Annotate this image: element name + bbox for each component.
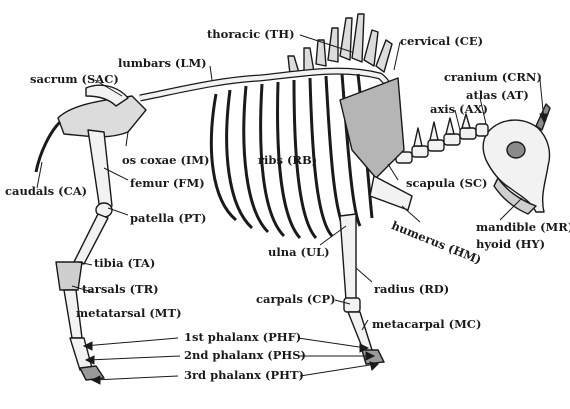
label-caudals: caudals (CA) — [5, 184, 88, 198]
skull-drawing — [482, 103, 551, 215]
label-axis: axis (AX) — [430, 102, 488, 116]
label-radius: radius (RD) — [374, 282, 450, 296]
thoracic-spines-drawing — [287, 13, 393, 77]
label-phalanx-1: 1st phalanx (PHF) — [184, 330, 302, 344]
leader-lines — [36, 34, 549, 385]
label-femur: femur (FM) — [130, 176, 205, 190]
label-metatarsal: metatarsal (MT) — [76, 306, 182, 320]
foreleg-drawing — [339, 175, 413, 365]
label-mandible: mandible (MR) — [476, 220, 570, 234]
label-hyoid: hyoid (HY) — [476, 237, 546, 251]
hindleg-drawing — [55, 129, 113, 381]
label-scapula: scapula (SC) — [406, 176, 488, 190]
label-metacarpal: metacarpal (MC) — [372, 317, 482, 331]
label-carpals: carpals (CP) — [256, 292, 336, 306]
label-sacrum: sacrum (SAC) — [30, 72, 119, 86]
scapula-drawing — [339, 77, 405, 179]
label-phalanx-2: 2nd phalanx (PHS) — [184, 348, 307, 362]
label-thoracic: thoracic (TH) — [207, 27, 295, 41]
label-patella: patella (PT) — [130, 211, 207, 225]
label-ulna: ulna (UL) — [268, 245, 330, 259]
label-tarsals: tarsals (TR) — [82, 282, 159, 296]
label-os-coxae: os coxae (IM) — [122, 153, 210, 167]
cervical-vertebrae-drawing — [395, 113, 489, 164]
label-cranium: cranium (CRN) — [444, 70, 542, 84]
tail-drawing — [34, 120, 62, 173]
label-phalanx-3: 3rd phalanx (PHT) — [184, 368, 304, 382]
label-cervical: cervical (CE) — [400, 34, 484, 48]
pelvis-drawing — [57, 84, 147, 138]
label-atlas: atlas (AT) — [466, 88, 529, 102]
label-tibia: tibia (TA) — [94, 256, 156, 270]
label-lumbars: lumbars (LM) — [118, 56, 207, 70]
label-ribs: ribs (RB) — [258, 153, 318, 167]
